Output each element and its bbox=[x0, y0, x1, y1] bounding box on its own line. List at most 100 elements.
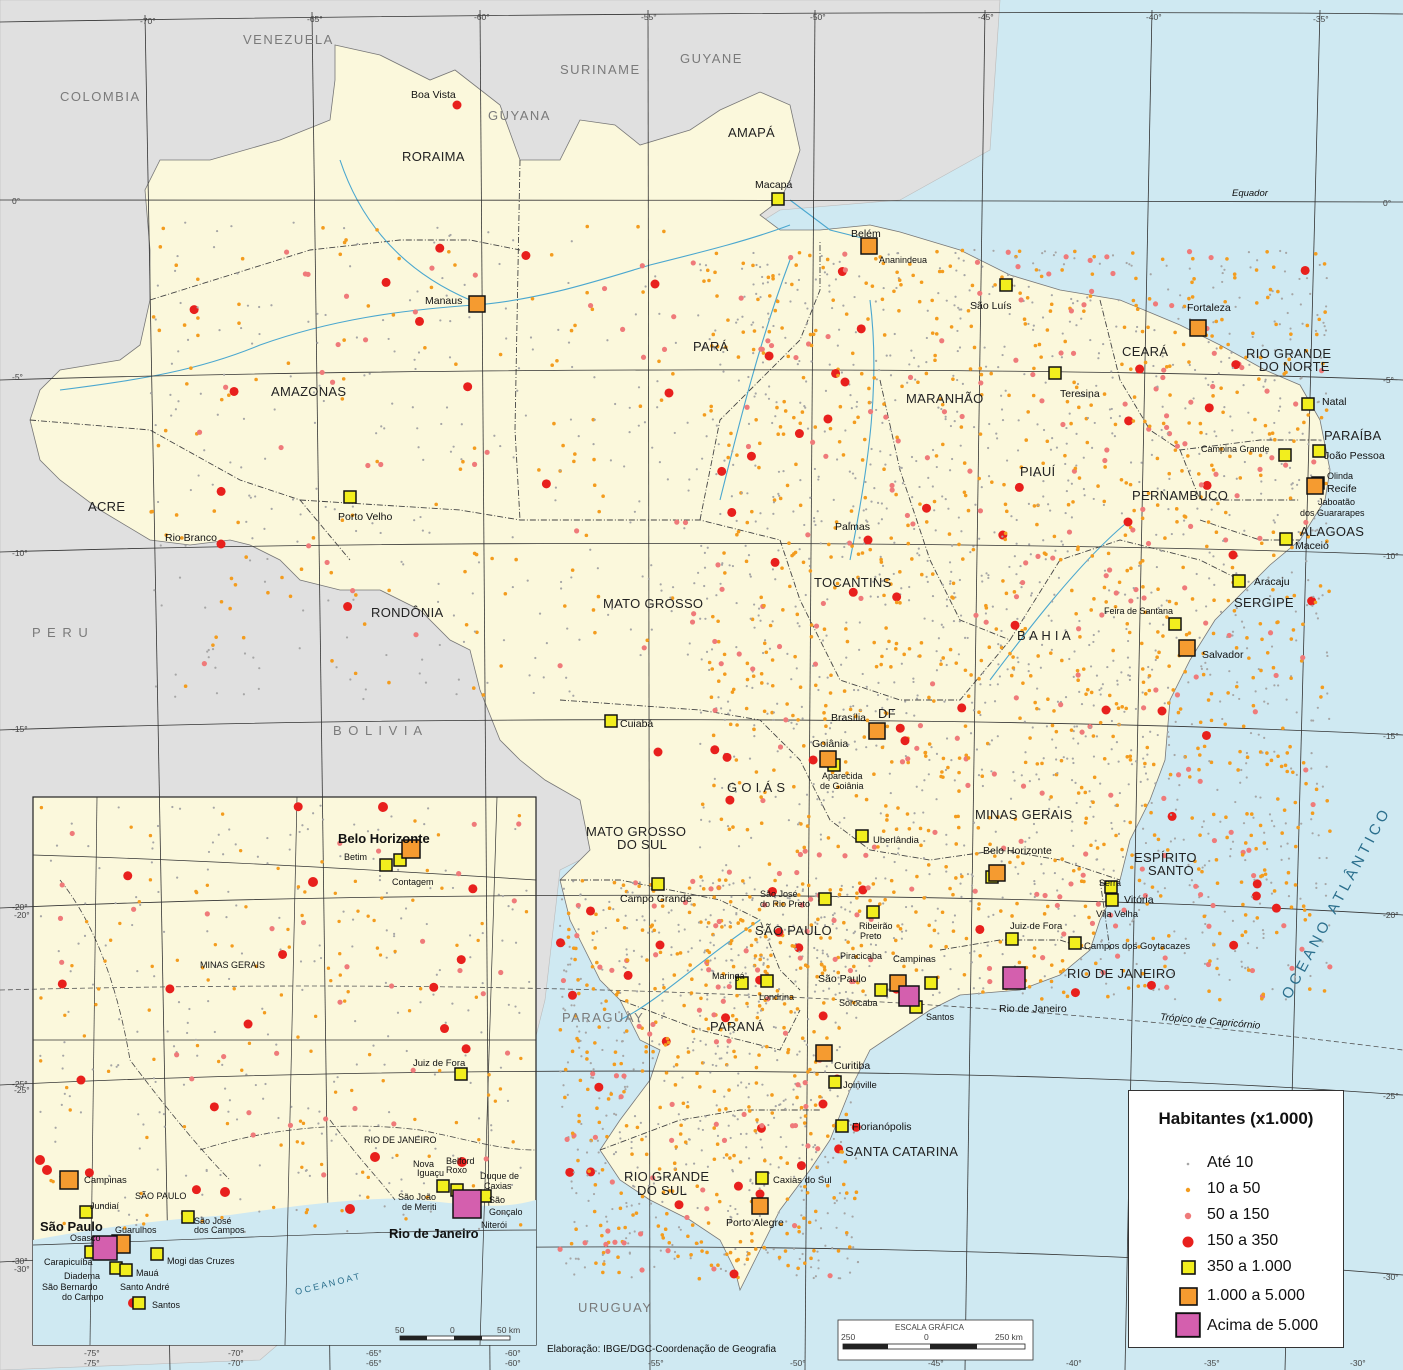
settlement-dot bbox=[1165, 264, 1168, 267]
settlement-dot bbox=[579, 1039, 582, 1042]
settlement-dot bbox=[968, 289, 971, 292]
settlement-dot bbox=[802, 1080, 808, 1086]
settlement-dot bbox=[699, 920, 703, 924]
settlement-dot bbox=[1182, 838, 1185, 841]
settlement-dot bbox=[727, 827, 732, 832]
settlement-dot bbox=[473, 630, 477, 633]
settlement-dot bbox=[1065, 994, 1070, 999]
legend-symbol-medium-square bbox=[1179, 1287, 1198, 1306]
settlement-dot bbox=[729, 1204, 732, 1208]
inset-settlement-dot bbox=[77, 942, 80, 945]
settlement-dot bbox=[844, 1231, 849, 1235]
settlement-dot bbox=[1103, 569, 1107, 572]
settlement-dot bbox=[712, 895, 717, 899]
settlement-dot bbox=[601, 1127, 604, 1130]
settlement-dot bbox=[587, 302, 594, 309]
settlement-dot bbox=[734, 1017, 739, 1022]
settlement-dot bbox=[592, 1192, 596, 1196]
settlement-dot bbox=[924, 520, 929, 524]
settlement-dot bbox=[743, 882, 746, 885]
settlement-dot bbox=[1075, 464, 1078, 467]
inset-settlement-dot bbox=[313, 1224, 317, 1228]
settlement-dot bbox=[258, 332, 261, 336]
city-square-large bbox=[468, 295, 486, 313]
settlement-dot bbox=[808, 253, 812, 258]
settlement-dot bbox=[644, 1135, 648, 1138]
settlement-dot bbox=[719, 582, 722, 585]
settlement-dot bbox=[785, 1220, 788, 1223]
settlement-dot bbox=[1081, 667, 1086, 671]
settlement-dot bbox=[809, 623, 814, 627]
settlement-dot bbox=[1174, 601, 1178, 606]
inset-settlement-dot bbox=[225, 1121, 230, 1126]
settlement-dot bbox=[814, 931, 817, 934]
settlement-dot bbox=[524, 414, 527, 417]
settlement-dot bbox=[1103, 573, 1109, 579]
inset-settlement-dot bbox=[338, 973, 343, 977]
settlement-dot bbox=[660, 898, 664, 902]
settlement-dot bbox=[387, 680, 391, 685]
settlement-dot bbox=[593, 418, 596, 421]
settlement-dot bbox=[1031, 328, 1035, 331]
settlement-dot bbox=[1127, 783, 1130, 786]
city-square bbox=[1301, 397, 1315, 411]
settlement-dot bbox=[785, 483, 790, 488]
settlement-dot bbox=[720, 998, 726, 1004]
settlement-dot bbox=[757, 1000, 760, 1003]
settlement-dot bbox=[788, 897, 791, 900]
settlement-dot bbox=[1229, 940, 1239, 950]
svg-text:-25°: -25° bbox=[1383, 1091, 1399, 1101]
settlement-dot bbox=[881, 829, 886, 833]
settlement-dot bbox=[763, 998, 768, 1003]
settlement-dot bbox=[929, 681, 936, 687]
settlement-dot bbox=[1221, 271, 1224, 275]
settlement-dot bbox=[970, 873, 973, 876]
settlement-dot bbox=[837, 439, 842, 444]
settlement-dot bbox=[834, 993, 837, 996]
settlement-dot bbox=[1110, 407, 1113, 411]
settlement-dot bbox=[1117, 298, 1120, 302]
city-square bbox=[818, 892, 832, 906]
inset-settlement-dot bbox=[452, 1154, 455, 1157]
settlement-dot bbox=[156, 284, 159, 287]
inset-settlement-dot bbox=[481, 931, 484, 935]
settlement-dot bbox=[945, 605, 949, 608]
settlement-dot bbox=[682, 519, 689, 526]
settlement-dot bbox=[1316, 528, 1319, 531]
settlement-dot bbox=[744, 972, 747, 975]
settlement-dot bbox=[813, 1071, 816, 1074]
settlement-dot bbox=[869, 401, 873, 404]
settlement-dot bbox=[1152, 988, 1155, 992]
svg-text:-45°: -45° bbox=[978, 12, 994, 22]
settlement-dot bbox=[402, 563, 405, 566]
settlement-dot bbox=[1027, 285, 1030, 288]
settlement-dot bbox=[809, 1266, 813, 1269]
settlement-dot bbox=[805, 532, 811, 538]
settlement-dot bbox=[735, 911, 738, 915]
settlement-dot bbox=[1226, 635, 1229, 639]
settlement-dot bbox=[883, 710, 888, 715]
settlement-dot bbox=[1042, 912, 1047, 916]
scale-bar: ESCALA GRÁFICA 250 0 250 km bbox=[837, 1319, 1034, 1361]
settlement-dot bbox=[1205, 544, 1209, 549]
settlement-dot bbox=[1258, 453, 1263, 458]
settlement-dot bbox=[1323, 333, 1326, 337]
settlement-dot bbox=[770, 710, 774, 715]
settlement-dot bbox=[801, 1252, 804, 1256]
settlement-dot bbox=[1203, 962, 1207, 965]
settlement-dot bbox=[844, 908, 847, 911]
settlement-dot bbox=[440, 422, 443, 426]
settlement-dot bbox=[713, 270, 717, 275]
inset-settlement-dot bbox=[342, 999, 347, 1003]
settlement-dot bbox=[607, 613, 610, 616]
settlement-dot bbox=[154, 318, 157, 321]
settlement-dot bbox=[516, 389, 519, 392]
settlement-dot bbox=[580, 878, 585, 883]
inset-settlement-dot bbox=[227, 1110, 230, 1113]
inset-settlement-dot bbox=[148, 833, 153, 838]
settlement-dot bbox=[757, 465, 761, 470]
settlement-dot bbox=[1226, 691, 1230, 695]
settlement-dot bbox=[1279, 397, 1282, 400]
settlement-dot bbox=[1147, 665, 1150, 669]
inset-label-betim: Betim bbox=[344, 852, 367, 862]
